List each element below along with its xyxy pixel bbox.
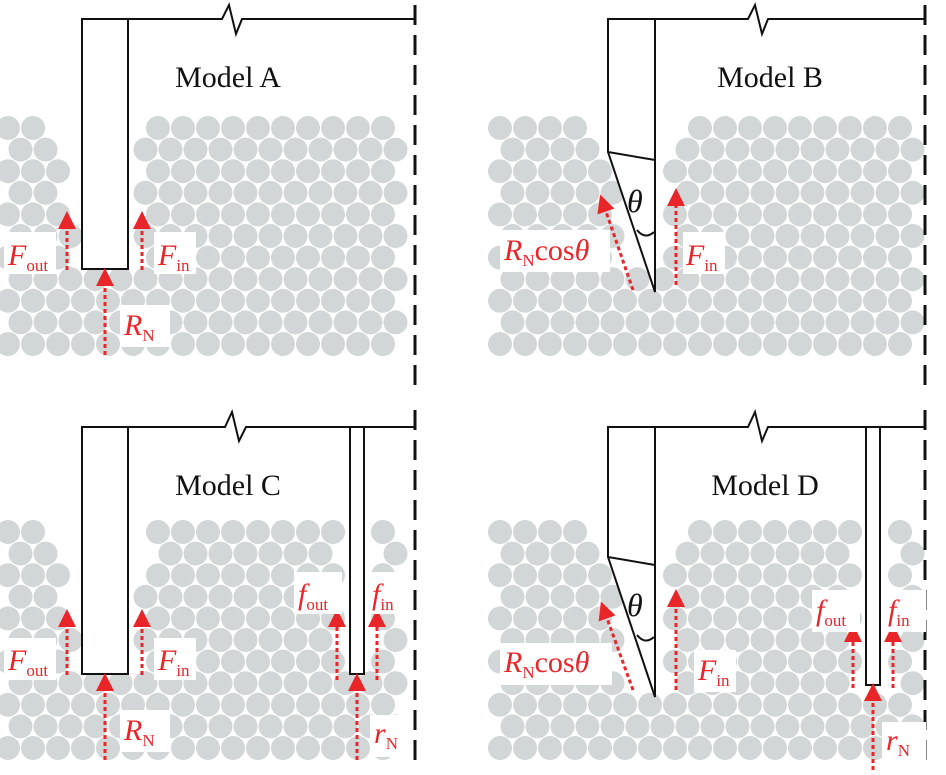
model-c-r-n-label: RN (123, 714, 155, 750)
model-a-beam (128, 2, 415, 38)
model-c-title: Model C (175, 469, 281, 502)
particle-bed (0, 116, 925, 760)
model-b-r-n-cos-label: RNcosθ (503, 234, 590, 270)
model-a-panel: Model A Fout Fin RN (4, 2, 417, 385)
model-a-r-n-label: RN (123, 309, 155, 345)
model-c-rod (81, 426, 129, 675)
model-d-small-r-n-label: rN (886, 724, 910, 760)
model-c-small-r-n-label: rN (374, 717, 398, 753)
model-a-f-in-label: Fin (157, 239, 190, 275)
model-b-f-in-label: Fin (685, 239, 718, 275)
model-d-title: Model D (711, 469, 819, 502)
model-d-beam (655, 408, 925, 445)
model-b-theta: θ (627, 183, 643, 219)
model-d-angle-arc (636, 634, 655, 642)
model-c-f-in-label: Fin (157, 644, 190, 680)
model-a-f-out-label: Fout (7, 239, 48, 275)
model-a-rod (81, 18, 129, 270)
model-d-r-n-cos-arrow (598, 601, 635, 691)
model-a-title: Model A (175, 61, 281, 94)
model-c-thin-rod (349, 426, 365, 675)
model-d-panel: Model D θ RNcosθ Fin fout fin rN (500, 408, 927, 770)
model-b-title: Model B (717, 61, 823, 94)
model-d-f-in-label: Fin (697, 654, 730, 690)
model-b-panel: Model B θ RNcosθ Fin (500, 2, 927, 385)
model-b-beam (655, 2, 925, 38)
model-c-f-out-label: Fout (7, 644, 48, 680)
model-b-angle-arc (636, 229, 655, 237)
model-b-r-n-cos-arrow (597, 194, 635, 291)
model-d-theta: θ (627, 587, 643, 623)
model-c-beam (128, 408, 415, 444)
model-c-panel: Model C Fout Fin RN fout fin rN (4, 408, 417, 770)
model-d-r-n-cos-label: RNcosθ (503, 646, 590, 682)
model-d-thin-rod (865, 426, 881, 686)
